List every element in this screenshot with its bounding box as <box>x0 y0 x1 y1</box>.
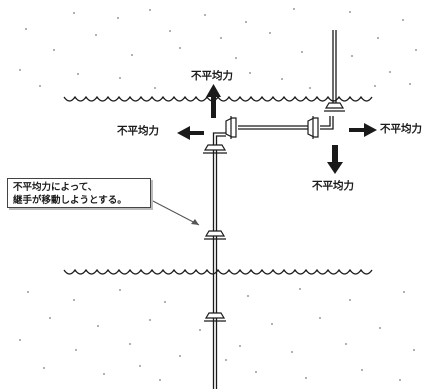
pipeline <box>212 30 337 389</box>
callout-line-1: 不平均力によって、 <box>13 182 98 193</box>
thick-arrow-icon <box>177 84 377 174</box>
callout-line-2: 継手が移動しようとする。 <box>13 195 127 206</box>
main-pipe-joint-1 <box>203 144 227 151</box>
pipe-joint-icon <box>203 102 345 322</box>
arrow-down <box>327 145 343 174</box>
callout-leader <box>150 199 200 226</box>
lower-soil-boundary <box>63 268 373 275</box>
force-label-down: 不平均力 <box>312 180 354 192</box>
callout-box: 不平均力によって、 継手が移動しようとする。 <box>7 178 151 208</box>
force-label-left: 不平均力 <box>117 125 159 137</box>
arrow-right <box>349 123 377 137</box>
main-pipe-joint-3 <box>204 312 226 319</box>
main-pipe-joint-2 <box>204 230 226 237</box>
force-label-up: 不平均力 <box>191 70 233 82</box>
force-label-right: 不平均力 <box>380 123 422 135</box>
soil-dots-lower <box>19 288 415 381</box>
upper-soil-boundary <box>63 95 373 102</box>
arrow-left <box>177 126 204 140</box>
arrow-up <box>206 84 221 118</box>
soil-dots-upper <box>19 8 417 89</box>
riser-joint <box>324 102 345 109</box>
